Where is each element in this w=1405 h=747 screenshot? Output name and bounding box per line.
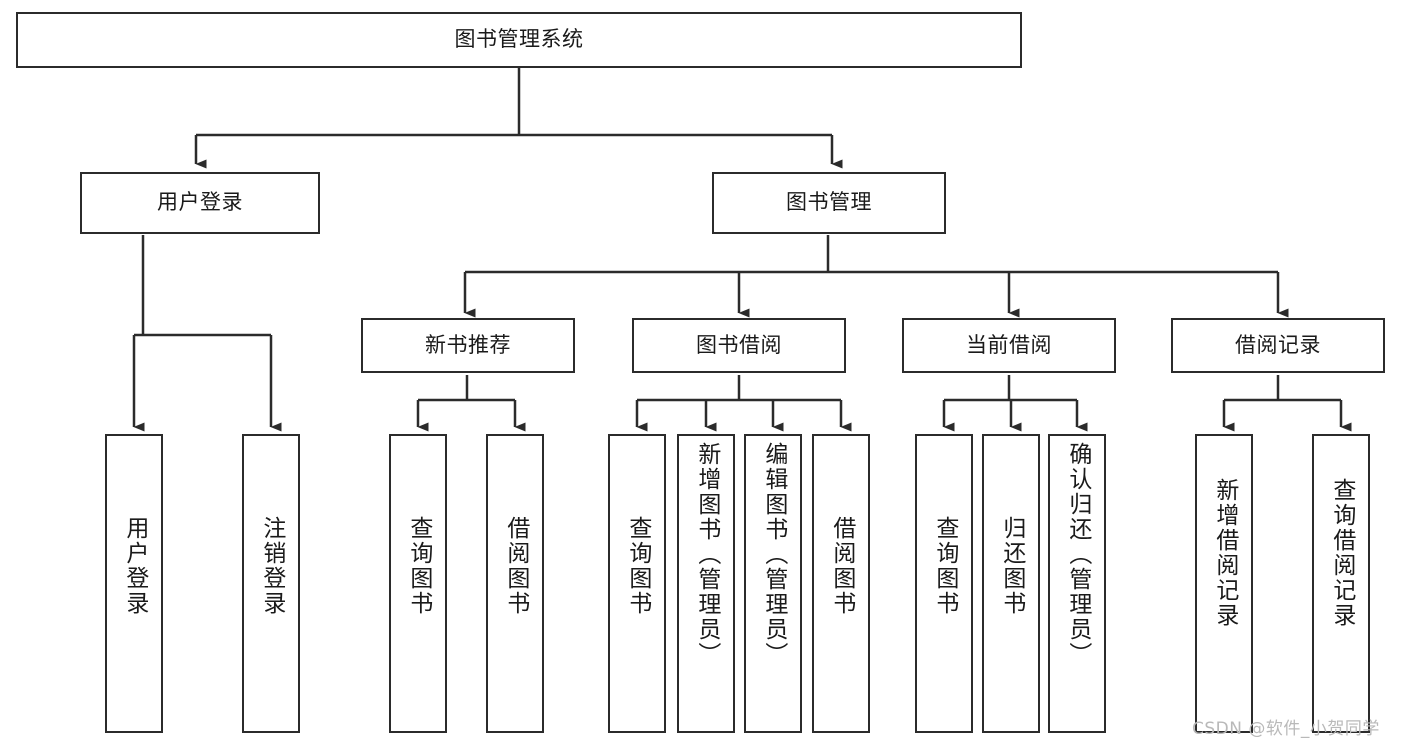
node-label: 图书管理系统 — [454, 27, 584, 52]
node-label: 图书借阅 — [696, 332, 782, 357]
node-leaf-query-record[interactable]: 查询借阅记录 — [1312, 434, 1370, 733]
node-label: 编辑图书（管理员） — [760, 442, 787, 667]
node-leaf-borrow-book-2[interactable]: 借阅图书 — [812, 434, 870, 733]
node-leaf-add-record[interactable]: 新增借阅记录 — [1195, 434, 1253, 733]
node-label: 新增图书（管理员） — [693, 442, 720, 667]
node-label: 注销登录 — [258, 516, 285, 616]
node-leaf-confirm-return[interactable]: 确认归还（管理员） — [1048, 434, 1106, 733]
node-label: 用户登录 — [121, 516, 148, 616]
node-book-management-system[interactable]: 图书管理系统 — [16, 12, 1022, 68]
node-new-book-recommend[interactable]: 新书推荐 — [361, 318, 575, 373]
node-leaf-query-book-1[interactable]: 查询图书 — [389, 434, 447, 733]
node-label: 查询图书 — [624, 516, 651, 616]
node-label: 确认归还（管理员） — [1064, 442, 1091, 667]
node-label: 新增借阅记录 — [1211, 478, 1238, 628]
node-label: 归还图书 — [998, 516, 1025, 616]
node-label: 新书推荐 — [425, 332, 511, 357]
node-label: 用户登录 — [157, 190, 243, 215]
node-leaf-borrow-book-1[interactable]: 借阅图书 — [486, 434, 544, 733]
node-book-management[interactable]: 图书管理 — [712, 172, 946, 234]
node-user-login[interactable]: 用户登录 — [80, 172, 320, 234]
node-leaf-return-book[interactable]: 归还图书 — [982, 434, 1040, 733]
node-borrow-record[interactable]: 借阅记录 — [1171, 318, 1385, 373]
node-leaf-query-book-2[interactable]: 查询图书 — [608, 434, 666, 733]
node-label: 查询借阅记录 — [1328, 478, 1355, 628]
node-label: 借阅图书 — [828, 516, 855, 616]
node-label: 图书管理 — [786, 190, 872, 215]
node-leaf-logout-login[interactable]: 注销登录 — [242, 434, 300, 733]
node-book-borrow[interactable]: 图书借阅 — [632, 318, 846, 373]
node-label: 查询图书 — [405, 516, 432, 616]
csdn-watermark: CSDN @软件_小贺同学 — [1192, 719, 1380, 739]
node-label: 当前借阅 — [966, 332, 1052, 357]
node-label: 借阅图书 — [502, 516, 529, 616]
node-leaf-user-login[interactable]: 用户登录 — [105, 434, 163, 733]
node-label: 查询图书 — [931, 516, 958, 616]
node-leaf-query-book-3[interactable]: 查询图书 — [915, 434, 973, 733]
node-current-borrow[interactable]: 当前借阅 — [902, 318, 1116, 373]
node-leaf-add-book[interactable]: 新增图书（管理员） — [677, 434, 735, 733]
node-label: 借阅记录 — [1235, 332, 1321, 357]
node-leaf-edit-book[interactable]: 编辑图书（管理员） — [744, 434, 802, 733]
